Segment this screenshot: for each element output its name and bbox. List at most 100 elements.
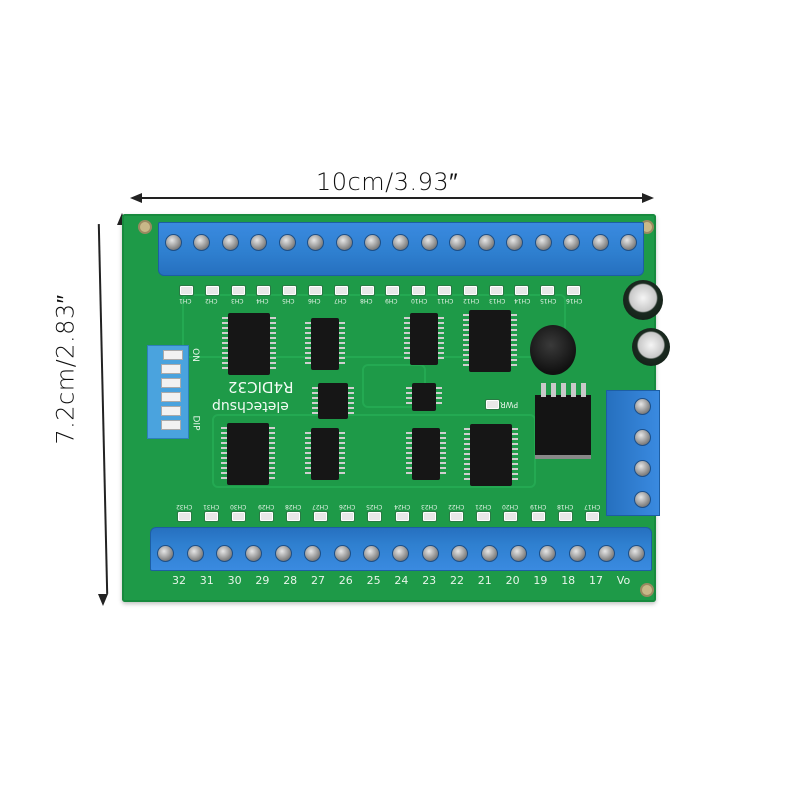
terminal-screw[interactable] [506,233,524,251]
ic-chip-4 [463,310,517,372]
channel-led [180,286,193,295]
channel-label: CH4 [256,297,269,304]
terminal-screw[interactable] [392,544,410,562]
terminal-screw[interactable] [598,544,616,562]
channel-label: CH17 [584,503,601,510]
terminal-screw[interactable] [333,544,351,562]
channel-led [334,286,348,295]
channel-led [541,286,555,295]
channel-label: CH13 [488,297,505,304]
terminal-screw[interactable] [421,544,439,562]
channel-led [558,512,572,521]
channel-label: CH23 [420,503,438,510]
pin-number-label: 20 [505,574,520,587]
channel-label: CH1 [179,297,192,304]
terminal-screw[interactable] [480,544,498,562]
channel-label: CH16 [566,297,583,304]
channel-label: CH25 [366,503,383,510]
ic-chip-7 [221,423,275,485]
channel-label: CH19 [529,503,546,510]
channel-label: CH31 [203,503,220,510]
channel-label: CH18 [556,503,574,510]
channel-led [231,286,245,295]
channel-led [438,286,451,295]
terminal-screw[interactable] [449,233,467,251]
channel-led [205,286,219,295]
height-arrow-down-icon [98,594,108,606]
mounting-hole-top-left [138,220,152,234]
ic-chip-5 [312,383,354,419]
power-terminal-block [606,390,660,516]
terminal-screw[interactable] [633,429,651,446]
pin-number-label: 19 [533,574,548,587]
terminal-screw[interactable] [250,233,268,251]
channel-label: CH20 [502,503,519,510]
pin-number-label: 30 [227,574,242,587]
terminal-screw[interactable] [278,233,296,251]
terminal-screw[interactable] [451,544,469,562]
channel-label: CH32 [176,503,193,510]
terminal-screw[interactable] [539,544,557,562]
channel-led [205,512,219,521]
terminal-screw[interactable] [477,233,495,251]
dip-on-label: ON [189,348,200,362]
pin-number-label: Vo [616,574,631,587]
channel-led [341,512,355,521]
ic-chip-6 [406,383,442,411]
terminal-screw[interactable] [304,544,322,562]
terminal-screw[interactable] [534,233,552,251]
pin-number-label: 28 [283,574,298,587]
channel-label: CH15 [540,297,557,304]
pin-number-label: 32 [172,574,186,587]
terminal-screw[interactable] [633,460,651,477]
terminal-screw[interactable] [633,491,651,508]
terminal-screw[interactable] [216,544,234,562]
terminal-screw[interactable] [591,233,609,251]
pin-number-label: 24 [394,574,409,587]
terminal-screw[interactable] [221,233,239,251]
terminal-screw[interactable] [420,233,438,251]
terminal-screw[interactable] [392,233,410,251]
terminal-screw[interactable] [364,233,382,251]
pin-number-label: 22 [450,574,464,587]
pin-number-label: 23 [422,574,437,587]
terminal-screw[interactable] [627,544,645,562]
channel-led [178,512,191,521]
terminal-screw[interactable] [245,544,263,562]
terminal-screw[interactable] [164,233,182,251]
channel-led [257,286,271,295]
terminal-screw[interactable] [563,233,581,251]
channel-led [489,286,503,295]
channel-led [386,286,400,295]
terminal-screw[interactable] [633,398,651,415]
pin-number-label: 27 [311,574,325,587]
pin-number-label: 31 [199,574,214,587]
terminal-screw[interactable] [620,233,638,251]
channel-label: CH27 [312,503,329,510]
dip-switch[interactable] [147,345,189,439]
channel-label: CH2 [204,297,218,304]
terminal-screw[interactable] [307,233,325,251]
channel-label: CH22 [448,503,465,510]
channel-led [567,286,580,295]
channel-led [360,286,374,295]
terminal-screw[interactable] [568,544,586,562]
terminal-screw[interactable] [193,233,211,251]
channel-label: CH24 [393,503,410,510]
pin-number-label: 18 [561,574,576,587]
terminal-screw[interactable] [274,544,292,562]
pin-number-label: 21 [477,574,492,587]
channel-led [368,512,382,521]
terminal-screw[interactable] [363,544,381,562]
channel-label: CH26 [339,503,356,510]
channel-label: CH5 [282,297,295,304]
terminal-screw[interactable] [335,233,353,251]
terminal-screw[interactable] [186,544,204,562]
width-dimension-line [140,197,642,199]
ic-chip-2 [305,318,345,370]
channel-led [477,512,491,521]
height-dimension-line [97,224,109,594]
terminal-screw[interactable] [510,544,528,562]
terminal-screw[interactable] [157,544,175,562]
capacitor-1 [623,280,663,320]
